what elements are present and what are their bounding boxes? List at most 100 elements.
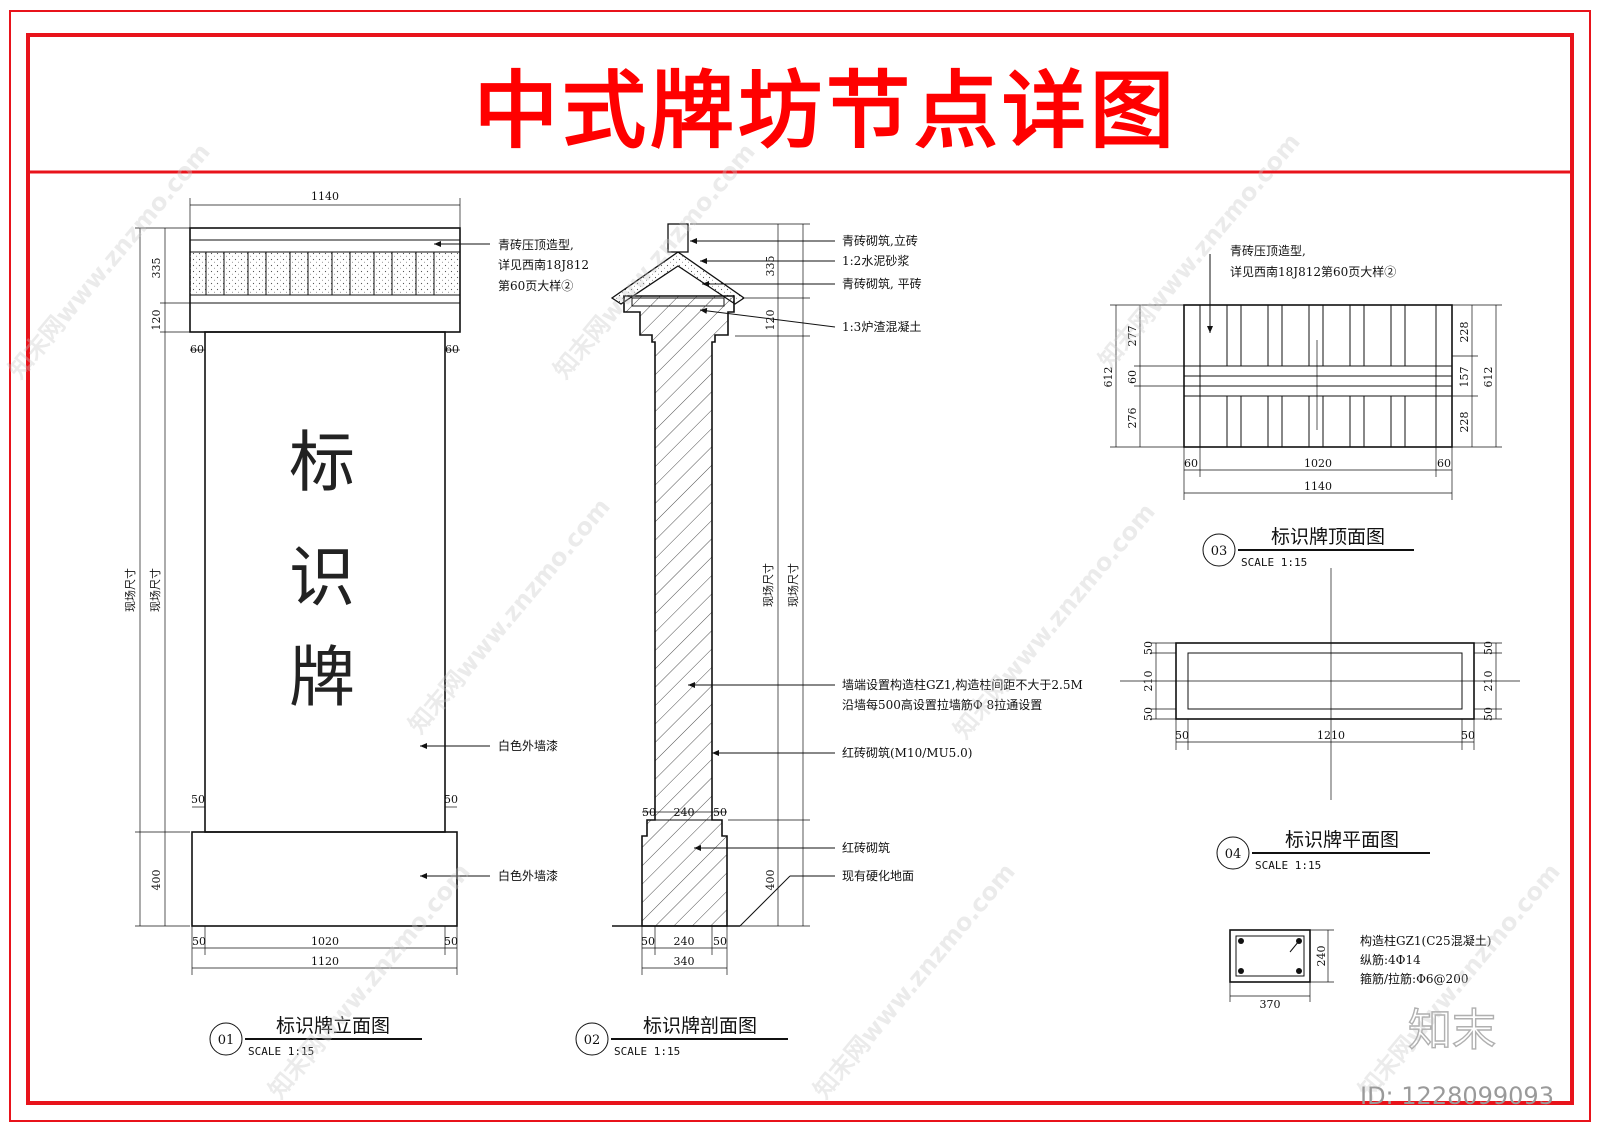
- dim-site-size-section-2: 现场尺寸: [786, 563, 800, 607]
- view-01-scale: SCALE 1:15: [248, 1045, 314, 1058]
- note-section-6: 沿墙每500高设置拉墙筋Φ 8拉通设置: [842, 697, 1042, 712]
- dim-1140-top: 1140: [311, 190, 339, 203]
- note-cap-3: 第60页大样②: [498, 278, 573, 293]
- view-02-title: 标识牌剖面图: [643, 1015, 757, 1037]
- dim-top-b60-right: 60: [1437, 457, 1451, 470]
- sign-char-3: 牌: [289, 639, 355, 716]
- dim-top-228-b: 228: [1458, 412, 1471, 433]
- view-02-number: 02: [584, 1033, 601, 1048]
- watermark-logo: 知末: [1408, 1005, 1496, 1056]
- dim-plan-l50-a: 50: [1142, 641, 1155, 655]
- dim-400-section: 400: [764, 870, 777, 891]
- dim-top-60: 60: [1126, 370, 1139, 384]
- note-paint-1: 白色外墙漆: [498, 738, 558, 753]
- note-top-1: 青砖压顶造型,: [1230, 243, 1306, 258]
- dim-plan-b50-a: 50: [1175, 729, 1189, 742]
- note-section-4: 1:3炉渣混凝土: [842, 319, 921, 334]
- dim-top-277: 277: [1126, 326, 1139, 347]
- watermark-text: 知末网www.znzmo.com: [808, 858, 1021, 1104]
- note-cap-2: 详见西南18J812: [498, 257, 589, 272]
- column-gz1-detail: 370 240 构造柱GZ1(C25混凝土) 纵筋:4Φ14 箍筋/拉筋:Φ6@…: [1229, 929, 1491, 1011]
- dim-1120: 1120: [311, 955, 339, 968]
- view-01-number: 01: [218, 1033, 235, 1048]
- note-cap-1: 青砖压顶造型,: [498, 237, 574, 252]
- note-section-8: 红砖砌筑: [842, 840, 890, 855]
- dim-plan-l210: 210: [1142, 671, 1155, 692]
- note-paint-2: 白色外墙漆: [498, 868, 558, 883]
- dim-top-157: 157: [1458, 367, 1471, 388]
- view-04-title: 标识牌平面图: [1285, 829, 1399, 851]
- dim-50-right: 50: [444, 793, 458, 806]
- dim-plan-r50-b: 50: [1482, 707, 1495, 721]
- view-03-top-view: 青砖压顶造型, 详见西南18J812第60页大样② 612 277 60 276…: [1102, 243, 1502, 569]
- dim-top-1140: 1140: [1304, 480, 1332, 493]
- note-section-5: 墙端设置构造柱GZ1,构造柱间距不大于2.5M: [842, 677, 1083, 692]
- view-03-title: 标识牌顶面图: [1271, 526, 1385, 548]
- dim-gz1-240: 240: [1315, 946, 1328, 967]
- watermark-text: 知末网www.znzmo.com: [948, 498, 1161, 744]
- dim-bottom-50-right: 50: [444, 935, 458, 948]
- section-profile: [623, 295, 735, 927]
- dim-top-612-right: 612: [1482, 367, 1495, 388]
- watermark-text: 知末网www.znzmo.com: [403, 493, 616, 739]
- dim-mid-50-left: 50: [642, 806, 656, 819]
- dim-400: 400: [150, 870, 163, 891]
- watermark-text: 知末网www.znzmo.com: [3, 138, 216, 384]
- gz1-title: 构造柱GZ1(C25混凝土): [1360, 933, 1491, 948]
- dim-top-612-left: 612: [1102, 367, 1115, 388]
- dim-base-50-left: 50: [641, 935, 655, 948]
- dim-plan-1210: 1210: [1317, 729, 1345, 742]
- dim-340: 340: [674, 955, 695, 968]
- dim-50-left: 50: [191, 793, 205, 806]
- dim-base-50-right: 50: [713, 935, 727, 948]
- view-04-plan: 50 210 50 50 210 50 50 1210 50 04 标识牌平面图…: [1120, 568, 1520, 872]
- dim-mid-240: 240: [674, 806, 695, 819]
- dim-plan-b50-b: 50: [1461, 729, 1475, 742]
- dim-120-section: 120: [764, 310, 777, 331]
- dim-top-228-a: 228: [1458, 322, 1471, 343]
- view-01-title: 标识牌立面图: [276, 1015, 390, 1037]
- note-section-2: 1:2水泥砂浆: [842, 253, 909, 268]
- note-section-3: 青砖砌筑, 平砖: [842, 276, 922, 291]
- page-title: 中式牌坊节点详图: [474, 62, 1178, 160]
- view-04-scale: SCALE 1:15: [1255, 859, 1321, 872]
- cap-brick-posts: [205, 251, 435, 296]
- dim-60-right: 60: [445, 343, 459, 356]
- dim-top-276: 276: [1126, 408, 1139, 429]
- dim-base-240: 240: [674, 935, 695, 948]
- dim-plan-r50-a: 50: [1482, 641, 1495, 655]
- drawing-id: ID: 1228099093: [1360, 1082, 1554, 1110]
- dim-1020: 1020: [311, 935, 339, 948]
- dim-335-section: 335: [764, 256, 777, 277]
- dim-plan-r210: 210: [1482, 671, 1495, 692]
- note-section-9: 现有硬化地面: [842, 869, 914, 883]
- dim-60-left: 60: [190, 343, 204, 356]
- dim-335: 335: [150, 258, 163, 279]
- dim-site-size-2: 现场尺寸: [148, 568, 162, 612]
- dim-bottom-50-left: 50: [192, 935, 206, 948]
- dim-gz1-370: 370: [1260, 998, 1281, 1011]
- dim-mid-50-right: 50: [713, 806, 727, 819]
- dim-site-size-section-1: 现场尺寸: [761, 563, 775, 607]
- view-02-section: 335 120 现场尺寸 现场尺寸 400 50 240 50 50 240 5…: [575, 223, 1083, 1058]
- view-04-number: 04: [1225, 847, 1242, 862]
- dim-top-1020: 1020: [1304, 457, 1332, 470]
- sheet-frame: [9, 10, 1591, 1122]
- view-01-elevation: 标 识 牌 1140 335 120 现场尺寸 现场尺寸 400 60 60 5…: [123, 190, 589, 1058]
- view-02-scale: SCALE 1:15: [614, 1045, 680, 1058]
- dim-120: 120: [150, 310, 163, 331]
- dim-plan-l50-b: 50: [1142, 707, 1155, 721]
- watermark-text: 知末网www.znzmo.com: [263, 858, 476, 1104]
- view-03-number: 03: [1211, 544, 1228, 559]
- dim-top-b60-left: 60: [1184, 457, 1198, 470]
- note-top-2: 详见西南18J812第60页大样②: [1230, 264, 1396, 279]
- gz1-stirrup: 箍筋/拉筋:Φ6@200: [1360, 971, 1468, 986]
- gz1-rebar: 纵筋:4Φ14: [1360, 952, 1421, 967]
- view-03-scale: SCALE 1:15: [1241, 556, 1307, 569]
- dim-site-size-1: 现场尺寸: [123, 568, 137, 612]
- note-section-1: 青砖砌筑,立砖: [842, 233, 918, 248]
- note-section-7: 红砖砌筑(M10/MU5.0): [842, 745, 972, 760]
- sign-char-1: 标: [289, 424, 355, 501]
- sign-char-2: 识: [289, 539, 355, 616]
